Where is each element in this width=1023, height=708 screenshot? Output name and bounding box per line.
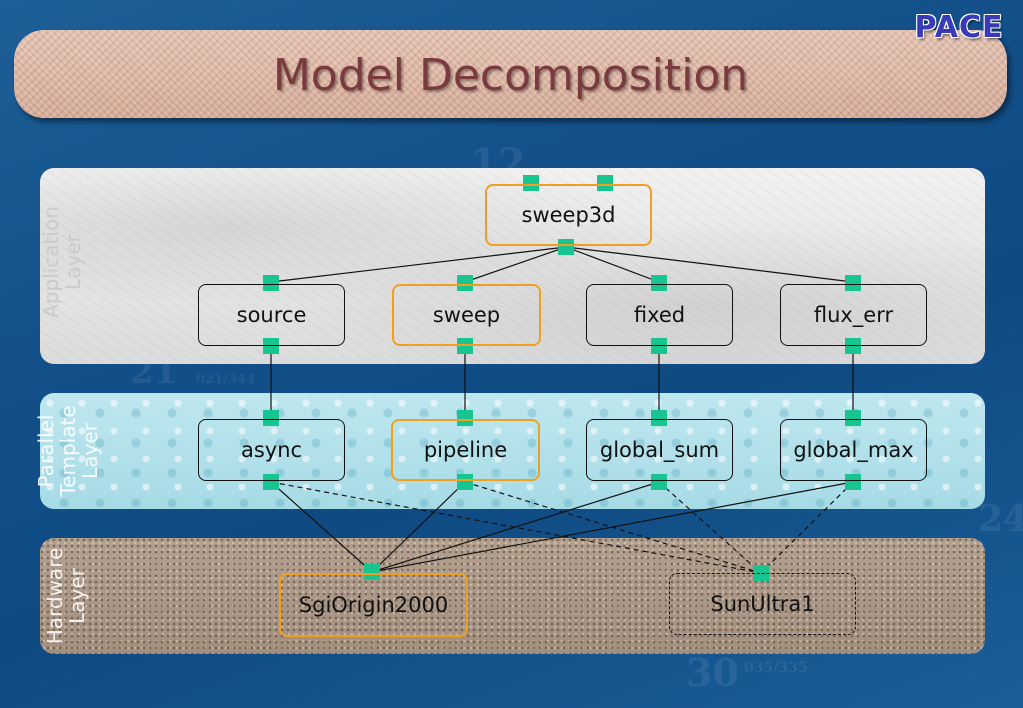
link-global-sum-sun — [658, 481, 762, 574]
port — [651, 275, 667, 291]
link-sweep3d-sweep — [464, 246, 567, 283]
port — [263, 474, 279, 490]
link-sweep3d-source — [270, 246, 567, 283]
port — [457, 474, 473, 490]
link-async-sgi — [270, 481, 373, 573]
link-pipeline-sun — [464, 481, 762, 574]
link-async-sun — [270, 481, 762, 574]
port — [523, 175, 539, 191]
port — [845, 275, 861, 291]
node-async: async — [198, 419, 345, 481]
port — [651, 474, 667, 490]
title-bar: Model Decomposition — [14, 30, 1007, 118]
port — [457, 275, 473, 291]
node-global-sum: global_sum — [586, 419, 733, 481]
node-flux-err: flux_err — [780, 284, 927, 346]
background-number: 021/344 — [196, 372, 256, 387]
port — [457, 338, 473, 354]
node-sweep3d: sweep3d — [485, 184, 652, 246]
page-title: Model Decomposition — [272, 50, 749, 101]
port — [263, 275, 279, 291]
port — [651, 410, 667, 426]
port — [263, 338, 279, 354]
background-number: 035/335 — [744, 660, 808, 676]
port — [845, 338, 861, 354]
link-global-max-sun — [760, 481, 854, 574]
link-pipeline-sgi — [371, 481, 466, 573]
port — [263, 410, 279, 426]
background-number: 24 — [978, 498, 1023, 540]
node-source: source — [198, 284, 345, 346]
port — [651, 338, 667, 354]
link-global-sum-sgi — [371, 481, 660, 573]
port — [457, 410, 473, 426]
node-global-max: global_max — [780, 419, 927, 481]
link-sweep3d-flux-err — [565, 246, 854, 283]
node-sunultra1: SunUltra1 — [669, 573, 856, 635]
port — [845, 474, 861, 490]
node-pipeline: pipeline — [391, 419, 540, 481]
port — [845, 410, 861, 426]
port — [597, 175, 613, 191]
pace-logo: PACE — [914, 10, 1004, 45]
link-sweep3d-fixed — [565, 246, 660, 283]
node-sgiorigin2000: SgiOrigin2000 — [279, 573, 468, 637]
port — [558, 239, 574, 255]
node-sweep: sweep — [392, 284, 541, 346]
node-fixed: fixed — [586, 284, 733, 346]
port — [364, 564, 380, 580]
parallel-template-layer-panel — [40, 393, 985, 509]
background-number: 30 — [686, 650, 739, 695]
